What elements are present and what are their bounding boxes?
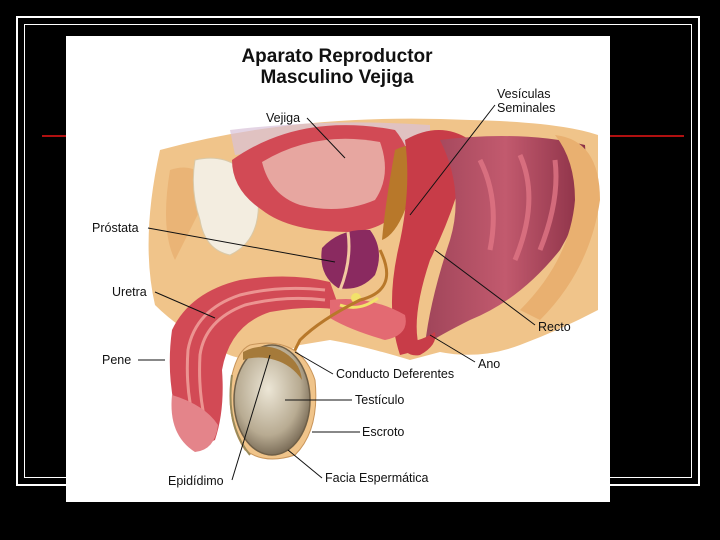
label-ano: Ano xyxy=(478,357,500,371)
label-testiculo: Testículo xyxy=(355,393,404,407)
label-facia-espermatica: Facia Espermática xyxy=(325,471,429,485)
label-vesiculas-line1: Vesículas xyxy=(497,87,551,101)
label-uretra: Uretra xyxy=(112,285,147,299)
label-vesiculas-line2: Seminales xyxy=(497,101,555,115)
label-recto: Recto xyxy=(538,320,571,334)
label-prostata: Próstata xyxy=(92,221,139,235)
label-conducto-deferentes: Conducto Deferentes xyxy=(336,367,454,381)
diagram-title-line1: Aparato Reproductor xyxy=(0,46,674,68)
label-vejiga: Vejiga xyxy=(266,111,300,125)
diagram-title-line2: Masculino Vejiga xyxy=(0,67,674,89)
label-escroto: Escroto xyxy=(362,425,404,439)
label-pene: Pene xyxy=(102,353,131,367)
leader-facia xyxy=(288,450,322,478)
label-epididimo: Epidídimo xyxy=(168,474,224,488)
